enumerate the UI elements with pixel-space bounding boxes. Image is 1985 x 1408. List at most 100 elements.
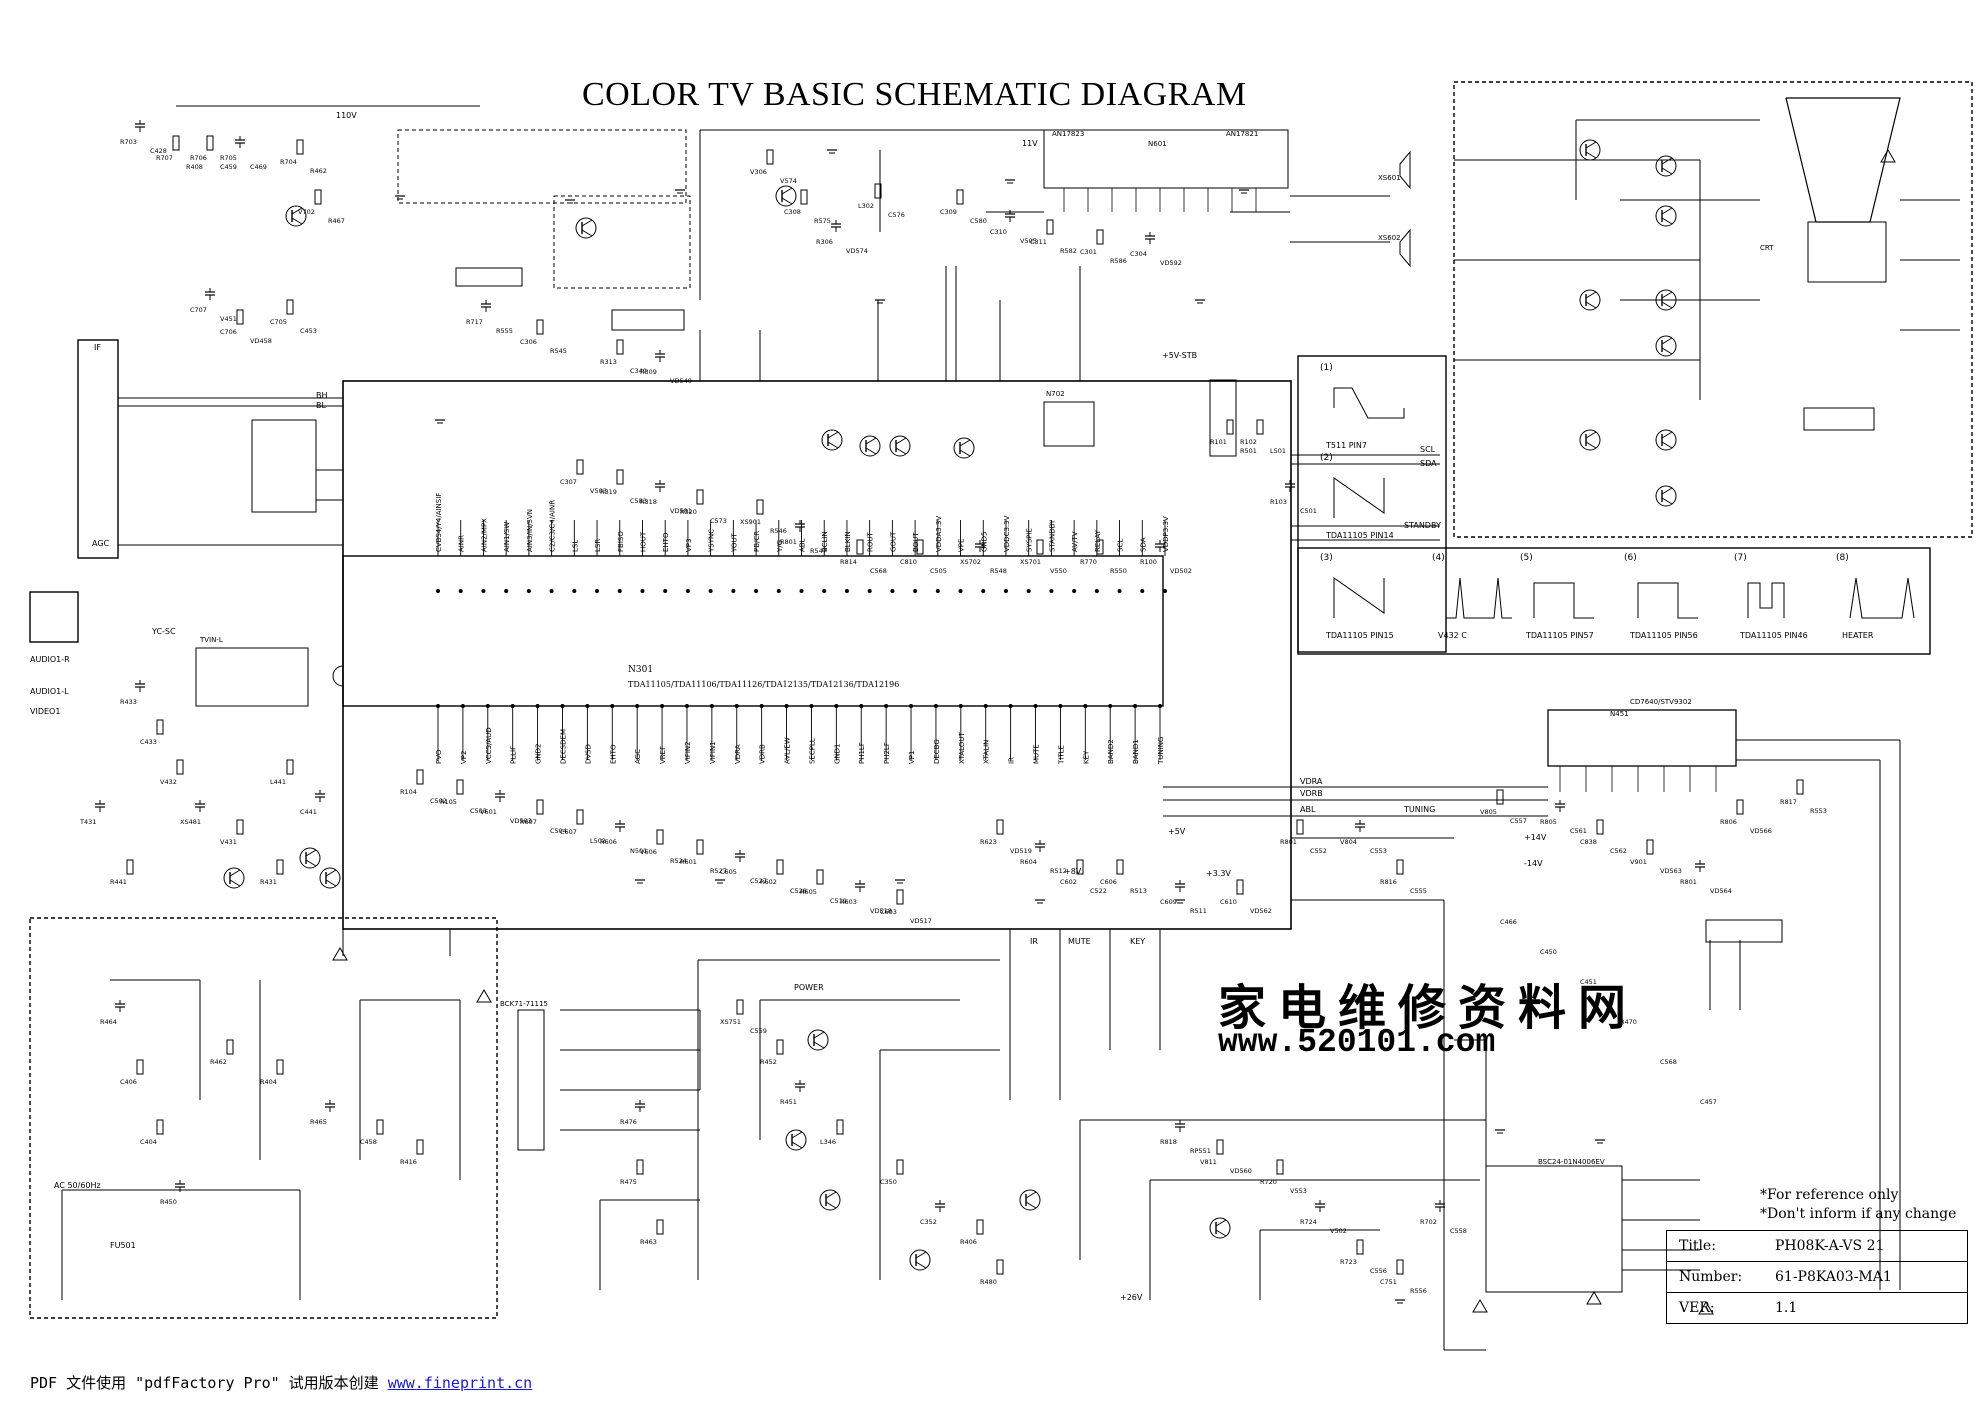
component-label: R724 <box>1300 1218 1317 1226</box>
ic-top-pin-label: VP3 <box>685 539 693 552</box>
component-label: R476 <box>620 1118 637 1126</box>
component-label: VD517 <box>910 917 932 925</box>
transistor-symbol <box>895 437 907 445</box>
component-label: RP551 <box>1190 1147 1211 1155</box>
component-label: C404 <box>140 1138 157 1146</box>
transistor-symbol <box>1661 497 1673 505</box>
component-label: C751 <box>1380 1278 1397 1286</box>
ic-pin-dot <box>909 704 914 708</box>
flyback-transformer <box>517 1009 545 1151</box>
component-label: C457 <box>1700 1098 1717 1106</box>
transistor-symbol <box>825 1201 837 1209</box>
ic-bottom-pin-label: GND2 <box>535 743 543 764</box>
ic-top-pin-label: AIN3/IN/SVN <box>526 509 534 552</box>
connector-xs751 <box>1209 379 1237 457</box>
transistor-symbol <box>305 849 317 857</box>
resistor-symbol <box>856 539 864 555</box>
component-label: V811 <box>1200 1158 1217 1166</box>
transistor-symbol <box>865 437 877 445</box>
ic-pin-dot <box>1026 589 1031 593</box>
resistor-symbol <box>126 859 134 875</box>
crt-outline <box>1785 97 1901 223</box>
ic-pin-dot <box>867 589 872 593</box>
signal-label: BH <box>316 391 328 400</box>
ic-top-pin-label: SYSPIE <box>1026 528 1034 552</box>
transistor-symbol <box>581 219 593 227</box>
resistor-symbol <box>1796 779 1804 795</box>
component-label: C610 <box>1220 898 1237 906</box>
ic-bottom-pin-label: VP2 <box>460 751 468 764</box>
component-label: R604 <box>1020 858 1037 866</box>
component-label: R801 <box>780 538 797 546</box>
resistor-symbol <box>1276 1159 1284 1175</box>
component-label: C553 <box>1370 847 1387 855</box>
resistor-symbol <box>1396 859 1404 875</box>
connector-xs702 <box>611 309 685 331</box>
component-label: C505 <box>930 567 947 575</box>
component-label: VD458 <box>250 337 272 345</box>
ic-pin-dot <box>822 589 827 593</box>
component-label: R548 <box>990 567 1007 575</box>
component-label: C441 <box>300 808 317 816</box>
component-label: V451 <box>220 315 237 323</box>
ic-pin-dot <box>595 589 600 593</box>
ic-label: BCK71-71115 <box>500 1000 548 1008</box>
component-label: R623 <box>980 838 997 846</box>
ic-top-pin-label: CVBS4/Y4/AINSIF <box>435 493 443 552</box>
ic-bottom-pin-label: KEY <box>1082 750 1090 764</box>
waveform-label: TDA11105 PIN57 <box>1525 631 1594 640</box>
ic-bottom-pin-label: GND1 <box>833 743 841 764</box>
title-block-value: PH08K-A-VS 21 <box>1775 1238 1885 1254</box>
component-label: C603 <box>880 908 897 916</box>
component-label: R462 <box>310 167 327 175</box>
transistor-symbol <box>1585 431 1597 439</box>
ic-bottom-pin-label: DECSDEM <box>559 729 567 764</box>
resistor-symbol <box>1236 879 1244 895</box>
ic-pin-dot <box>560 704 565 708</box>
component-label: R607 <box>520 818 537 826</box>
signal-label: +26V <box>1120 1293 1143 1302</box>
pdf-footer: PDF 文件使用 "pdfFactory Pro" 试用版本创建 www.fin… <box>30 1372 532 1393</box>
component-label: R553 <box>1810 807 1827 815</box>
component-label: C453 <box>300 327 317 335</box>
ic-pin-dot <box>1094 589 1099 593</box>
transistor-symbol <box>791 1131 803 1139</box>
ic-top-pin-label: C2/C3/C4/AINR <box>549 500 557 552</box>
ic-pin-dot <box>549 589 554 593</box>
component-label: C561 <box>1570 827 1587 835</box>
transistor-symbol <box>229 869 241 877</box>
component-label: C562 <box>1610 847 1627 855</box>
ic-pin-dot <box>1058 704 1063 708</box>
component-label: C573 <box>710 517 727 525</box>
signal-label: KEY <box>1130 937 1145 946</box>
ic-pin-dot <box>460 704 465 708</box>
waveform-number: (5) <box>1520 553 1533 563</box>
waveform-trace <box>1333 577 1385 618</box>
transistor-symbol <box>821 429 843 451</box>
resistor-symbol <box>1096 229 1104 245</box>
ic-pin-dot <box>859 704 864 708</box>
component-label: C466 <box>1500 918 1517 926</box>
waveform-panel-top <box>1297 355 1447 653</box>
transistor-symbol <box>1661 347 1673 355</box>
ic-pin-dot <box>535 704 540 708</box>
ic-pin-dot <box>617 589 622 593</box>
component-label: L502 <box>590 837 606 845</box>
ic-pin-dot <box>709 704 714 708</box>
component-label: R451 <box>780 1098 797 1106</box>
transistor-symbol <box>825 1191 837 1199</box>
component-label: VD562 <box>1250 907 1272 915</box>
component-label: R801 <box>1280 838 1297 846</box>
ic-pin-dot <box>1133 704 1138 708</box>
ic-top-pin-label: FBISO <box>617 531 625 552</box>
resistor-symbol <box>376 1119 384 1135</box>
ic-bottom-pin-label: PVO <box>435 749 443 764</box>
footer-link[interactable]: www.fineprint.cn <box>387 1374 533 1392</box>
watermark-url: www.520101.com <box>1218 1024 1496 1061</box>
signal-label: STANDBY <box>1404 521 1441 530</box>
component-label: VD581 <box>670 507 692 515</box>
signal-label: IF <box>94 343 101 352</box>
component-label: R100 <box>1140 558 1157 566</box>
signal-label: 11V <box>1022 139 1038 148</box>
resistor-symbol <box>656 1219 664 1235</box>
